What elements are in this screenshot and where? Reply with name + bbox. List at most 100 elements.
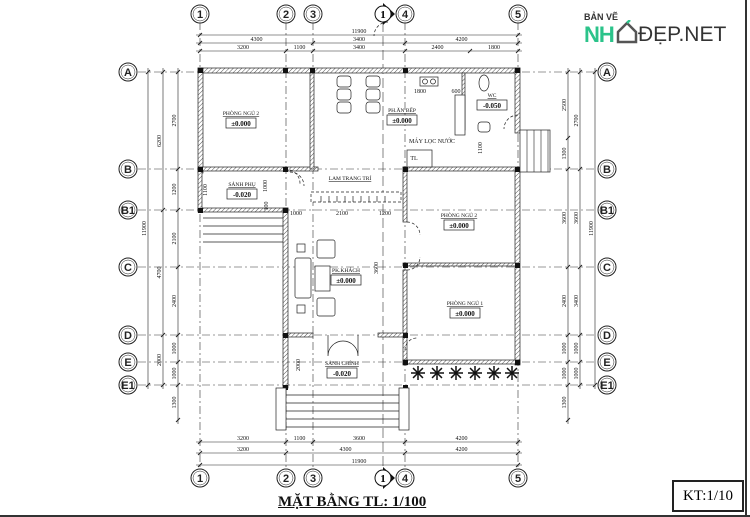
plant-leaf <box>469 372 476 379</box>
level-box <box>225 117 257 129</box>
dimension-tick <box>197 48 203 54</box>
wall <box>402 262 519 267</box>
plant-leaf <box>474 367 481 374</box>
axis-circle-inner <box>599 259 615 275</box>
axis-circle <box>508 468 528 488</box>
axis-circle <box>190 4 210 24</box>
dimension-label: 11900 <box>352 29 367 35</box>
dimension-label: 1000 <box>574 368 580 380</box>
dimension-tick <box>577 382 583 388</box>
plant-leaf <box>455 372 462 379</box>
dimension-label: 1000 <box>562 368 568 380</box>
axis-circle-inner <box>120 327 136 343</box>
wall <box>282 207 289 389</box>
dimension-tick <box>402 450 408 456</box>
column-pillar <box>283 333 288 338</box>
door-swing <box>289 171 305 187</box>
wall <box>377 332 408 338</box>
dimension-tick <box>565 166 571 172</box>
axis-label: B1 <box>600 205 614 217</box>
room-level-side_hall: -0.020 <box>233 191 252 199</box>
axis-label: 1 <box>197 9 203 21</box>
dimension-label: 1100 <box>294 45 306 51</box>
interior-dimension-label: 2000 <box>296 359 302 371</box>
scale-box: KT:1/10 <box>672 480 744 512</box>
dimension-label: 1200 <box>172 184 178 196</box>
axis-circle-inner <box>278 470 294 486</box>
column-pillar <box>403 68 408 73</box>
plant-icon <box>430 366 444 380</box>
axis-circle-inner <box>120 377 136 393</box>
plant-leaf <box>412 372 419 379</box>
plant-leaf <box>455 367 462 374</box>
axis-circle-inner <box>305 470 321 486</box>
dimension-tick <box>283 450 289 456</box>
brand-logo: BẢN VẼ NH ĐẸP.NET <box>584 8 734 48</box>
stair-back <box>519 129 551 173</box>
burner-icon <box>430 78 436 85</box>
dimension-label: 2400 <box>172 295 178 307</box>
axis-circle <box>276 468 296 488</box>
dimension-tick <box>310 439 316 445</box>
column-pillar <box>515 263 520 268</box>
level-box <box>476 99 508 111</box>
dimension-label: 3600 <box>562 212 568 224</box>
axis-label: 4 <box>402 473 409 485</box>
axis-circle-inner <box>397 6 413 22</box>
interior-dimension-label: 600 <box>452 89 461 95</box>
dimension-label: 1300 <box>562 148 568 160</box>
dimension-tick <box>577 69 583 75</box>
dimension-tick <box>577 264 583 270</box>
plant-icon <box>411 366 425 380</box>
dimension-tick <box>565 135 571 141</box>
axis-label: C <box>603 262 611 274</box>
plant-leaf <box>493 372 500 379</box>
door-swing <box>406 221 421 236</box>
armchair-icon <box>316 239 336 259</box>
dimension-tick <box>402 439 408 445</box>
level-box <box>449 307 481 319</box>
axis-bubble-E1: E1 <box>118 375 138 395</box>
dimension-tick <box>515 450 521 456</box>
axis-circle <box>118 375 138 395</box>
plant-leaf <box>417 372 424 379</box>
axis-bubble-D: D <box>118 325 138 345</box>
interior-dimension-label: 2100 <box>336 211 348 217</box>
axis-circle <box>118 159 138 179</box>
dimension-tick <box>197 450 203 456</box>
dimension-tick <box>197 439 203 445</box>
axis-circle-inner <box>120 161 136 177</box>
axis-circle <box>118 325 138 345</box>
dimension-tick <box>515 48 521 54</box>
wall <box>197 166 319 172</box>
wall <box>197 170 203 212</box>
frame-border-bottom <box>0 515 750 517</box>
plant-leaf <box>417 367 424 374</box>
section-circle <box>374 5 392 23</box>
dimension-label: 4200 <box>456 447 468 453</box>
fridge-box <box>406 149 433 168</box>
axis-circle <box>395 468 415 488</box>
decor-louver-label: LAM TRANG TRÍ <box>329 174 372 182</box>
plant-leaf <box>511 367 518 374</box>
furniture <box>289 21 519 380</box>
dimension-label: 2400 <box>562 295 568 307</box>
dimension-tick <box>145 69 151 75</box>
section-marker: 1 <box>374 3 395 25</box>
side-table <box>296 304 306 314</box>
dimension-tick <box>197 462 203 468</box>
room-level-bedroom_2: ±0.000 <box>449 222 469 230</box>
plant-leaf <box>506 372 513 379</box>
dimension-label: 4300 <box>251 37 263 43</box>
dimension-tick <box>175 166 181 172</box>
wall <box>197 67 204 174</box>
main-entrance-door <box>327 335 359 357</box>
axis-bubble-4: 4 <box>395 468 415 488</box>
axis-circle <box>597 62 617 82</box>
axis-circle-inner <box>599 354 615 370</box>
wall <box>402 359 521 365</box>
axis-bubble-2: 2 <box>276 468 296 488</box>
armchair-icon <box>316 297 336 317</box>
